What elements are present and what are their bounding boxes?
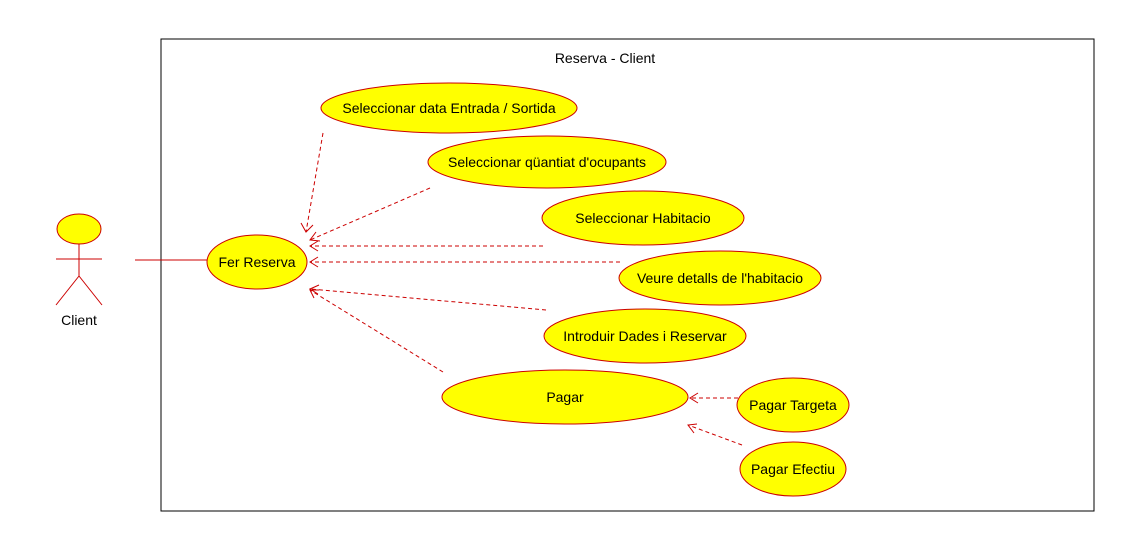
dependency-data-to-fer-reserva [305,132,324,233]
usecase-veure-detalls-shape [618,250,822,306]
arrowhead-data [300,222,314,233]
usecase-seleccionar-data-label: Seleccionar data Entrada / Sortida [342,100,555,116]
system-title: Reserva - Client [555,50,655,66]
usecase-fer-reserva[interactable]: Fer Reserva [206,234,308,290]
usecase-veure-detalls-label: Veure detalls de l'habitacio [637,270,803,286]
usecase-pagar-efectiu-label: Pagar Efectiu [751,461,835,477]
usecase-pagar-efectiu[interactable]: Pagar Efectiu [739,441,847,497]
dependency-efectiu-to-pagar [687,424,743,446]
dependency-dades-to-fer-reserva [309,288,547,311]
usecase-pagar-targeta[interactable]: Pagar Targeta [736,377,850,433]
usecase-seleccionar-ocupants-label: Seleccionar qüantiat d'ocupants [448,154,646,170]
actor-client[interactable]: Client [55,213,103,328]
arrowhead-detalls [309,256,319,268]
usecase-pagar-shape [441,369,689,425]
usecase-pagar-targeta-label: Pagar Targeta [749,397,837,413]
usecase-pagar-label: Pagar [546,389,584,405]
usecase-seleccionar-ocupants[interactable]: Seleccionar qüantiat d'ocupants [427,135,667,189]
actor-head [56,213,102,245]
arrowhead-pagar [309,289,319,299]
usecase-seleccionar-ocupants-shape [427,135,667,189]
usecase-seleccionar-habitacio-label: Seleccionar Habitacio [575,210,711,226]
usecase-seleccionar-habitacio-shape [541,190,745,246]
usecase-veure-detalls[interactable]: Veure detalls de l'habitacio [618,250,822,306]
usecase-seleccionar-data-shape [320,82,578,134]
usecase-fer-reserva-shape [206,234,308,290]
usecase-pagar-efectiu-shape [739,441,847,497]
arrowhead-efectiu [687,423,698,434]
arrowhead-dades [308,284,320,295]
dependency-ocupants-to-fer-reserva [309,187,431,241]
actor-right-leg [78,275,103,306]
usecase-seleccionar-habitacio[interactable]: Seleccionar Habitacio [541,190,745,246]
usecase-pagar[interactable]: Pagar [441,369,689,425]
dependency-pagar-to-fer-reserva [309,289,444,373]
arrowhead-targeta [689,392,699,404]
arrowhead-habitacio [309,240,319,252]
usecase-introduir-dades[interactable]: Introduir Dades i Reservar [543,308,747,364]
usecase-introduir-dades-label: Introduir Dades i Reservar [563,328,727,344]
usecase-fer-reserva-label: Fer Reserva [218,254,295,270]
actor-left-leg [55,275,80,306]
arrowhead-ocupants [309,231,321,242]
usecase-pagar-targeta-shape [736,377,850,433]
actor-label: Client [61,312,97,328]
dependencies [300,132,743,446]
usecase-seleccionar-data[interactable]: Seleccionar data Entrada / Sortida [320,82,578,134]
usecase-introduir-dades-shape [543,308,747,364]
